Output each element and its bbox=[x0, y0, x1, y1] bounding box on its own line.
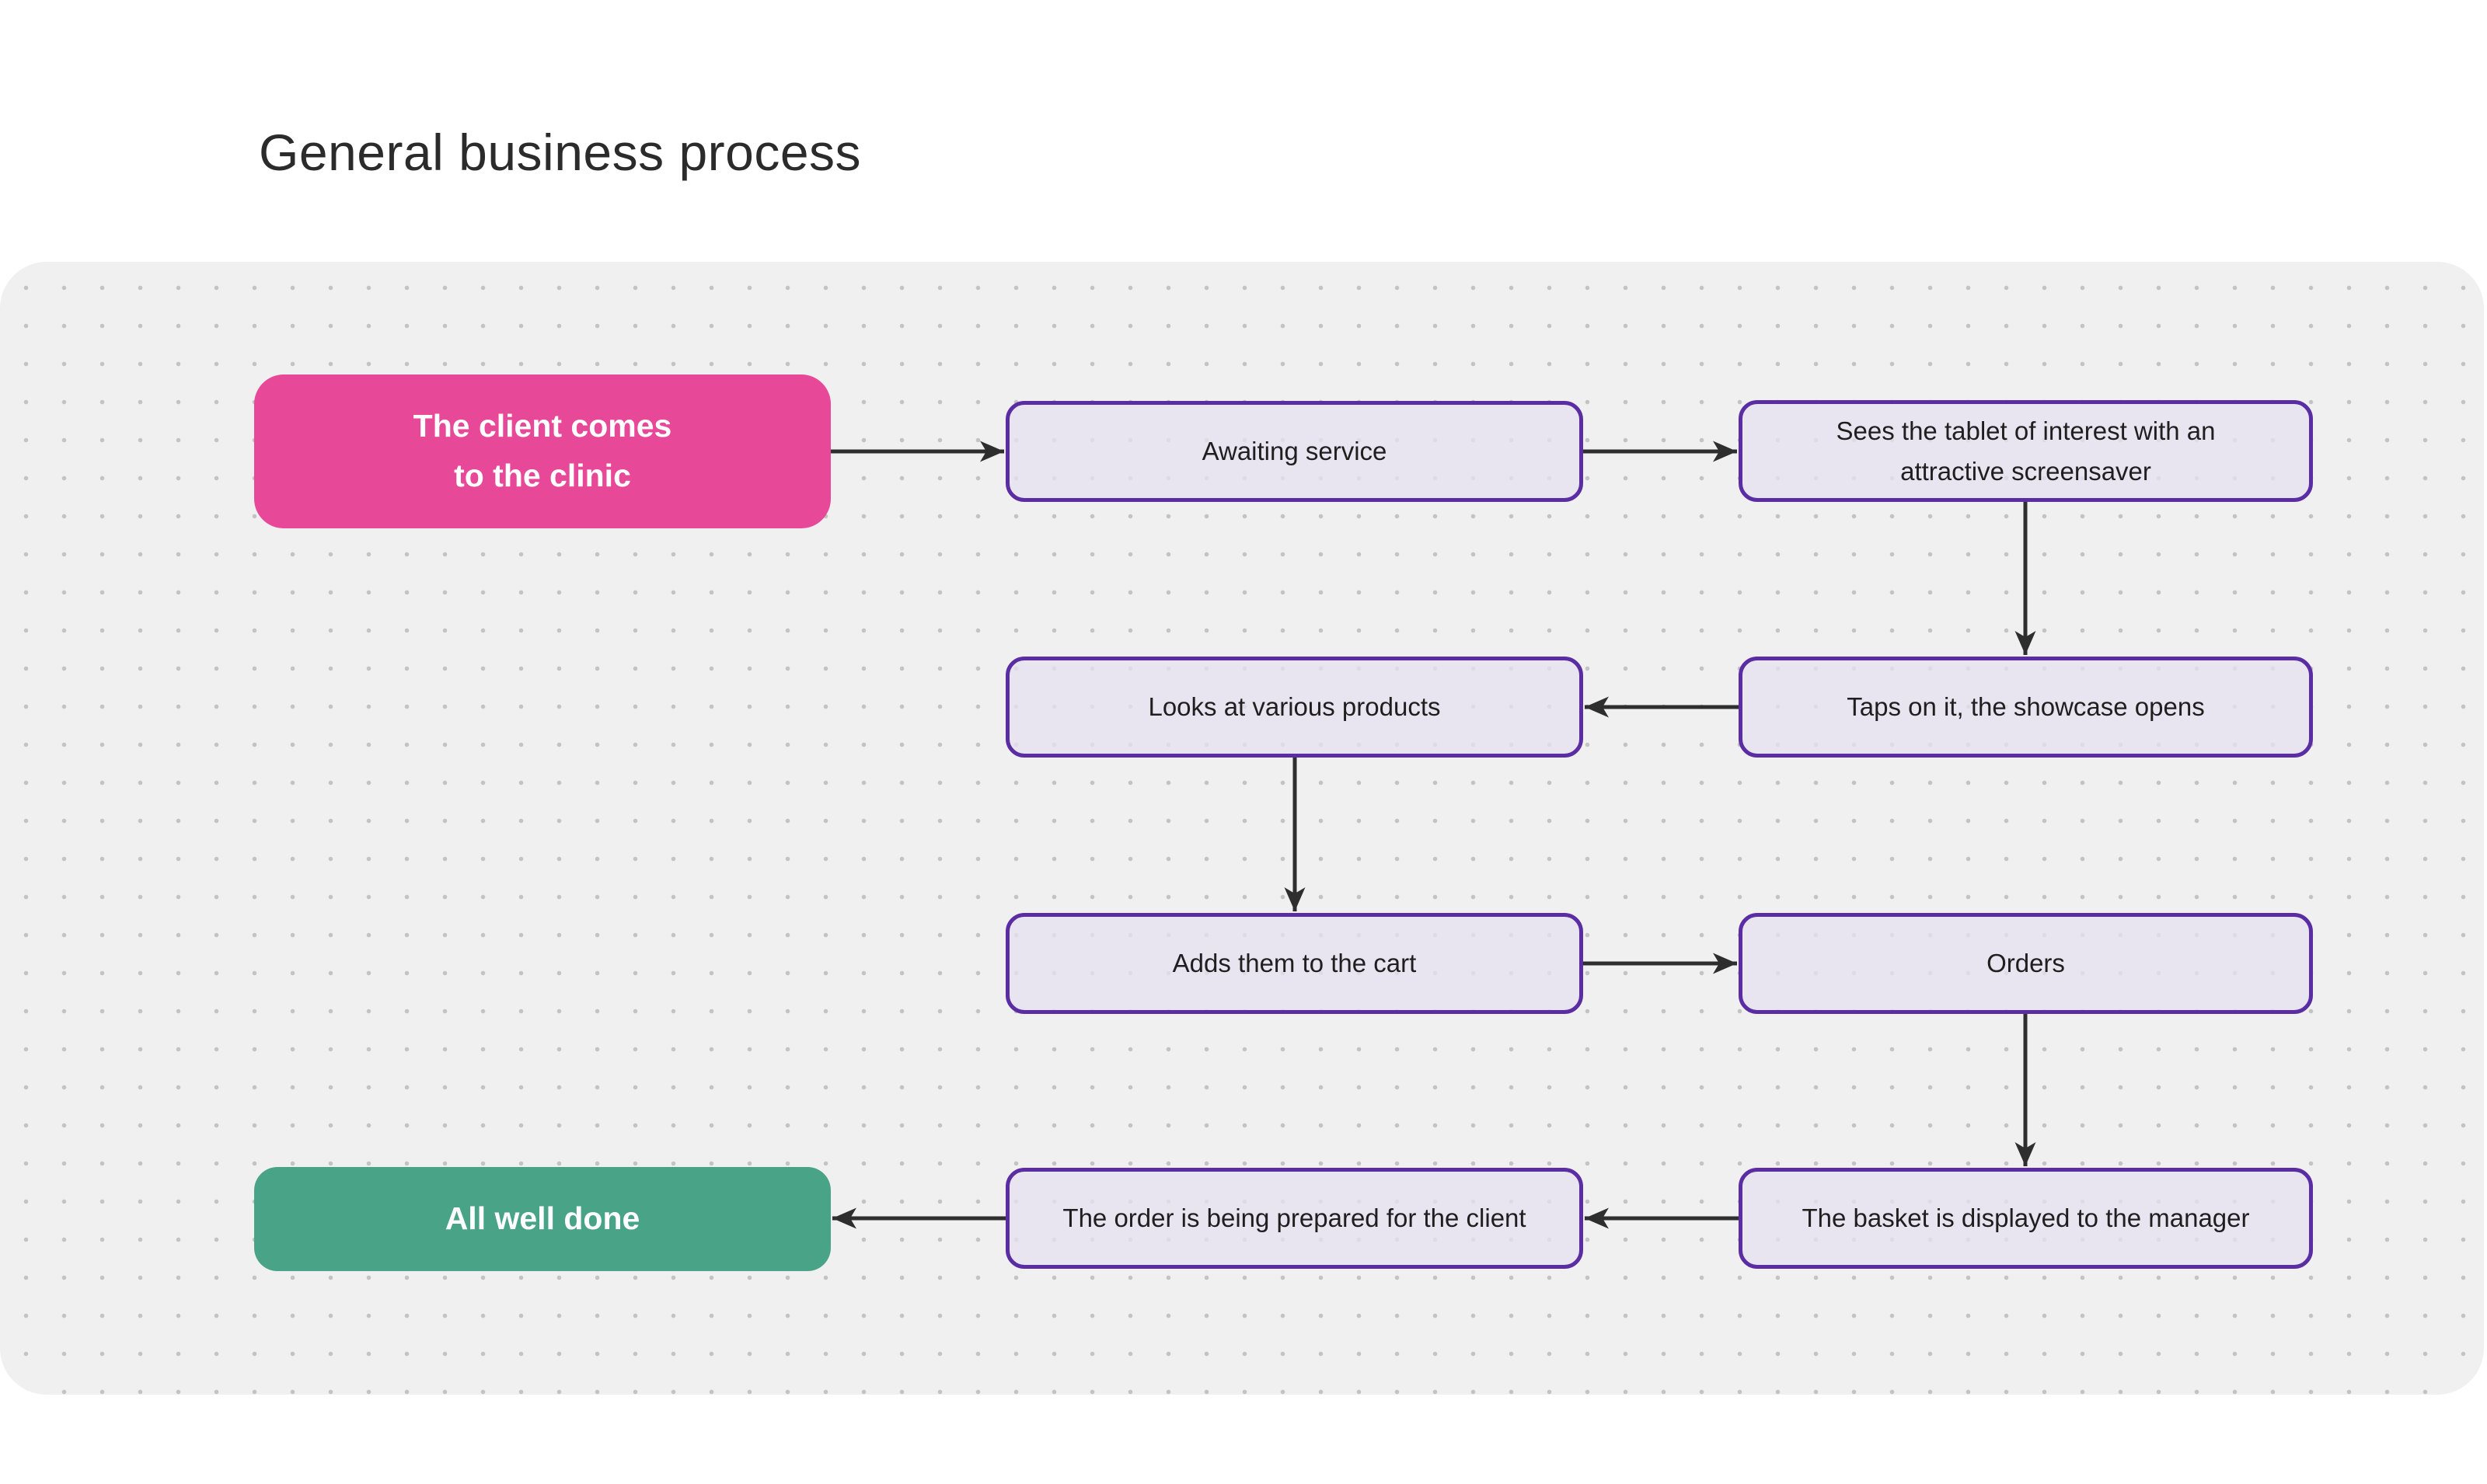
node-end[interactable]: All well done bbox=[254, 1167, 831, 1271]
node-awaiting-service[interactable]: Awaiting service bbox=[1006, 401, 1583, 502]
node-start[interactable]: The client comes to the clinic bbox=[254, 374, 831, 528]
node-label: All well done bbox=[445, 1200, 640, 1237]
node-adds-cart[interactable]: Adds them to the cart bbox=[1006, 913, 1583, 1014]
node-orders[interactable]: Orders bbox=[1739, 913, 2313, 1014]
node-label: Taps on it, the showcase opens bbox=[1847, 692, 2205, 722]
node-label: Looks at various products bbox=[1148, 692, 1441, 722]
node-label: Awaiting service bbox=[1202, 437, 1387, 466]
node-sees-tablet[interactable]: Sees the tablet of interest with an attr… bbox=[1739, 400, 2313, 502]
node-order-prepared[interactable]: The order is being prepared for the clie… bbox=[1006, 1168, 1583, 1269]
node-label: Orders bbox=[1986, 949, 2065, 978]
node-label: Sees the tablet of interest with an attr… bbox=[1836, 416, 2216, 486]
page-title: General business process bbox=[259, 124, 862, 181]
node-basket-manager[interactable]: The basket is displayed to the manager bbox=[1739, 1168, 2313, 1269]
node-label: Adds them to the cart bbox=[1172, 949, 1417, 978]
node-label: The order is being prepared for the clie… bbox=[1062, 1204, 1526, 1233]
node-looks-products[interactable]: Looks at various products bbox=[1006, 657, 1583, 758]
node-label: The client comes to the clinic bbox=[413, 408, 672, 493]
node-label: The basket is displayed to the manager bbox=[1802, 1204, 2250, 1233]
diagram-canvas[interactable]: The client comes to the clinic Awaiting … bbox=[0, 262, 2484, 1395]
node-taps-showcase[interactable]: Taps on it, the showcase opens bbox=[1739, 657, 2313, 758]
